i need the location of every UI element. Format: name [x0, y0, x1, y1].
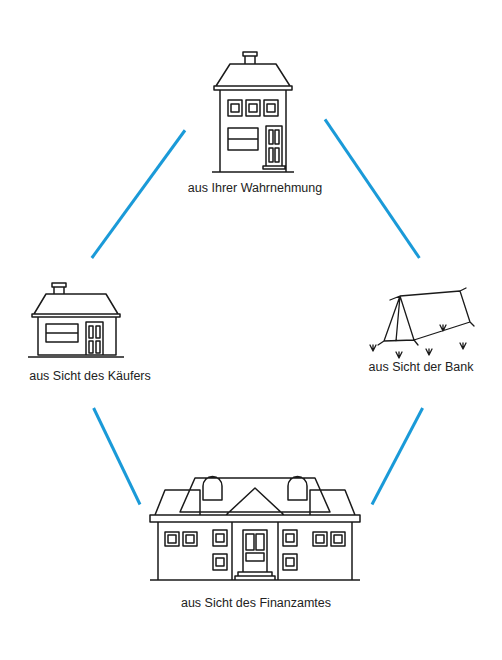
- connector-line: [372, 408, 423, 505]
- connector-line: [92, 130, 185, 258]
- mansion-drawing: [150, 477, 360, 581]
- town-house-drawing: [212, 52, 294, 172]
- node-caption: aus Sicht des Finanzamtes: [140, 595, 372, 611]
- tent-drawing: [370, 288, 474, 358]
- illustrated-node: aus Sicht des Käufers: [0, 258, 180, 408]
- node-caption: aus Sicht des Käufers: [0, 368, 180, 384]
- illustrated-node: aus Ihrer Wahrnehmung: [185, 45, 325, 200]
- node-caption: aus Sicht der Bank: [340, 359, 502, 375]
- small-house-drawing: [28, 283, 124, 357]
- node-caption: aus Ihrer Wahrnehmung: [185, 180, 325, 196]
- connector-line: [325, 119, 419, 258]
- illustrated-node: aus Sicht der Bank: [340, 258, 502, 408]
- connector-line: [94, 408, 140, 505]
- illustrated-node: aus Sicht des Finanzamtes: [140, 455, 372, 620]
